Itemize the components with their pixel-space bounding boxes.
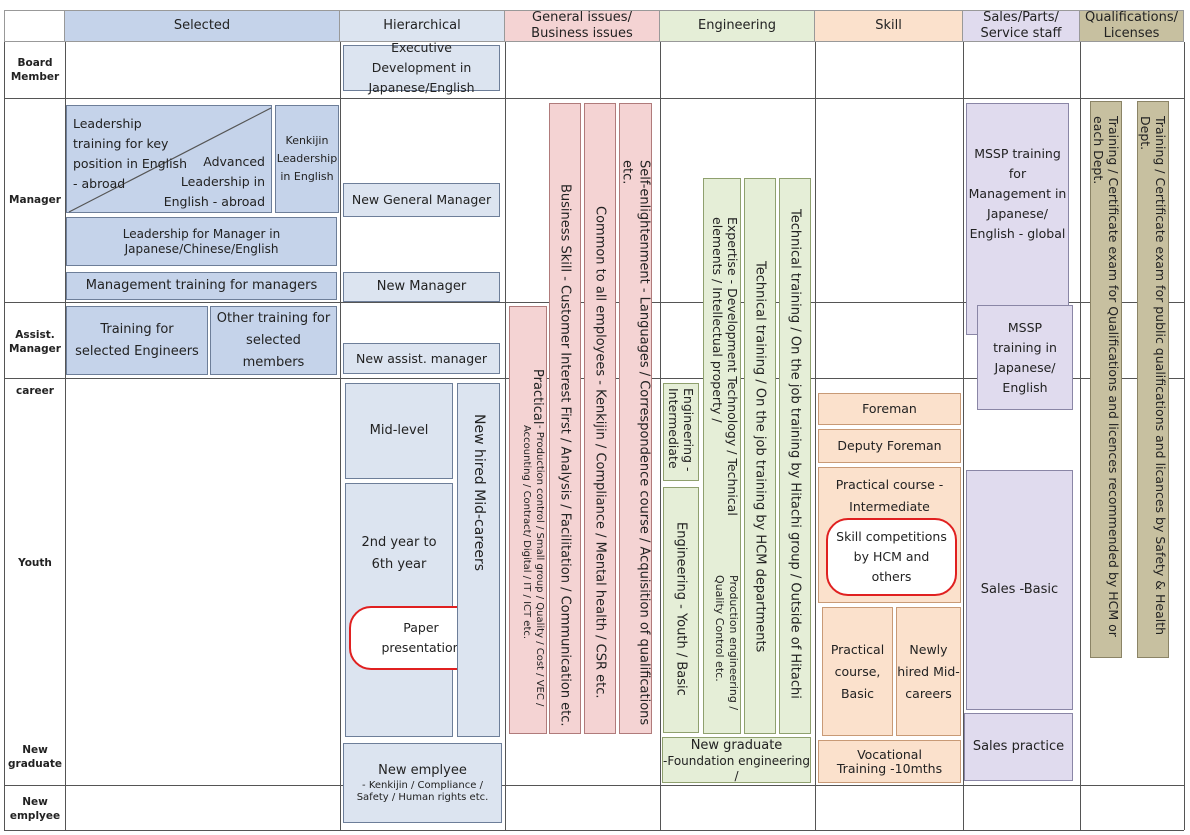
business-skill: Business Skill - Customer Interest First… <box>549 103 581 734</box>
practical-subtitle: - Production control / Small group / Qua… <box>521 424 545 706</box>
row-label-board: Board Member <box>10 57 60 83</box>
grid-line <box>1184 42 1185 830</box>
advanced-leadership: Advanced Leadership in English - abroad <box>163 154 265 209</box>
training-selected-engineers: Training for selected Engineers <box>66 306 208 375</box>
row-label-newgrad: New graduate <box>8 744 62 770</box>
row-label-manager: Manager <box>9 194 61 206</box>
header-engineering: Engineering <box>660 10 815 42</box>
practical-intermediate-label: Practical course - Intermediate <box>835 477 944 514</box>
grid-line <box>340 42 341 830</box>
practical-general: Practical - Production control / Small g… <box>509 306 547 734</box>
new-general-manager: New General Manager <box>343 183 500 217</box>
grid-line <box>4 830 1184 831</box>
executive-development: Executive Development in Japanese/Englis… <box>343 40 500 95</box>
engineering-intermediate: Engineering - Intermediate <box>663 383 699 481</box>
self-enlightenment: Self-enlightenment - Languages / Corresp… <box>619 103 652 734</box>
expertise-box: Expertise - Development Technology / Tec… <box>703 178 741 734</box>
certificate-exam-public: Training / Certificate exam for public q… <box>1137 101 1169 658</box>
row-label-career: career <box>16 385 54 397</box>
year-2-to-6-label: 2nd year to 6th year <box>361 535 437 572</box>
grid-line <box>4 42 5 830</box>
header-corner <box>4 10 65 42</box>
management-training: Management training for managers <box>66 272 337 300</box>
header-selected: Selected <box>65 10 340 42</box>
grid-line <box>815 42 816 830</box>
common-all-employees: Common to all employees - Kenkijin / Com… <box>584 103 616 734</box>
newly-hired-mid-careers: Newly hired Mid-careers <box>896 607 961 736</box>
deputy-foreman: Deputy Foreman <box>818 429 961 463</box>
skill-competitions: Skill competitions by HCM and others <box>826 518 957 596</box>
new-employee-box: New emplyee - Kenkijin / Compliance / Sa… <box>343 743 502 823</box>
new-assist-manager: New assist. manager <box>343 343 500 374</box>
leadership-key-position: Leadership training for key position in … <box>73 116 187 191</box>
ojt-hitachi: Technical training / On the job training… <box>779 178 811 734</box>
sales-basic: Sales -Basic <box>966 470 1073 710</box>
foreman: Foreman <box>818 393 961 425</box>
grid-line <box>1080 42 1081 830</box>
ojt-hcm: Technical training / On the job training… <box>744 178 776 734</box>
grid-line <box>505 42 506 830</box>
row-label-youth: Youth <box>18 557 52 569</box>
sales-practice: Sales practice <box>964 713 1073 781</box>
grid-line <box>963 42 964 830</box>
mssp-japanese-english: MSSP training in Japanese/ English <box>977 305 1073 410</box>
kenkijin-leadership: Kenkijin Leadership in English <box>275 105 339 213</box>
practical-label: Practical <box>530 369 545 425</box>
new-employee-subtitle: - Kenkijin / Compliance / Safety / Human… <box>356 780 489 803</box>
header-skill: Skill <box>815 10 963 42</box>
leadership-key-position-box: Leadership training for key position in … <box>66 105 272 213</box>
certificate-exam-hcm: Training / Certificate exam for Qualific… <box>1090 101 1122 658</box>
mssp-global-label: MSSP training for Management in Japanese… <box>968 146 1067 241</box>
diagonal-divider <box>68 107 272 213</box>
new-graduate-subtitle: -Foundation engineering / <box>663 753 810 783</box>
expertise-label: Expertise - Development Technology / Tec… <box>710 217 740 516</box>
vocational-training: Vocational Training -10mths <box>818 740 961 783</box>
header-general: General issues/ Business issues <box>505 10 660 42</box>
new-graduate-engineering: New graduate -Foundation engineering / <box>662 737 811 783</box>
new-manager: New Manager <box>343 272 500 302</box>
header-qualifications: Qualifications/ Licenses <box>1080 10 1184 42</box>
expertise-subtitle: Production engineering / Quality Control… <box>713 574 740 710</box>
grid-line <box>660 42 661 830</box>
grid-line <box>4 98 1184 99</box>
row-label-assist: Assist. Manager <box>9 329 61 355</box>
mid-level: Mid-level <box>345 383 453 479</box>
header-hierarchical: Hierarchical <box>340 10 505 42</box>
header-sales: Sales/Parts/ Service staff <box>963 10 1080 42</box>
new-hired-mid-careers: New hired Mid-careers <box>457 383 500 737</box>
engineering-youth-basic: Engineering - Youth / Basic <box>663 487 699 733</box>
practical-basic: Practical course, Basic <box>822 607 893 736</box>
leadership-for-manager: Leadership for Manager in Japanese/Chine… <box>66 217 337 266</box>
other-training-selected: Other training for selected members <box>210 306 337 375</box>
grid-line <box>65 42 66 830</box>
row-label-newemp: New emplyee <box>9 796 61 822</box>
new-graduate-title: New graduate <box>690 737 783 753</box>
grid-line <box>4 785 1184 786</box>
mssp-global: MSSP training for Management in Japanese… <box>966 103 1069 335</box>
new-employee-title: New emplyee <box>378 763 467 778</box>
